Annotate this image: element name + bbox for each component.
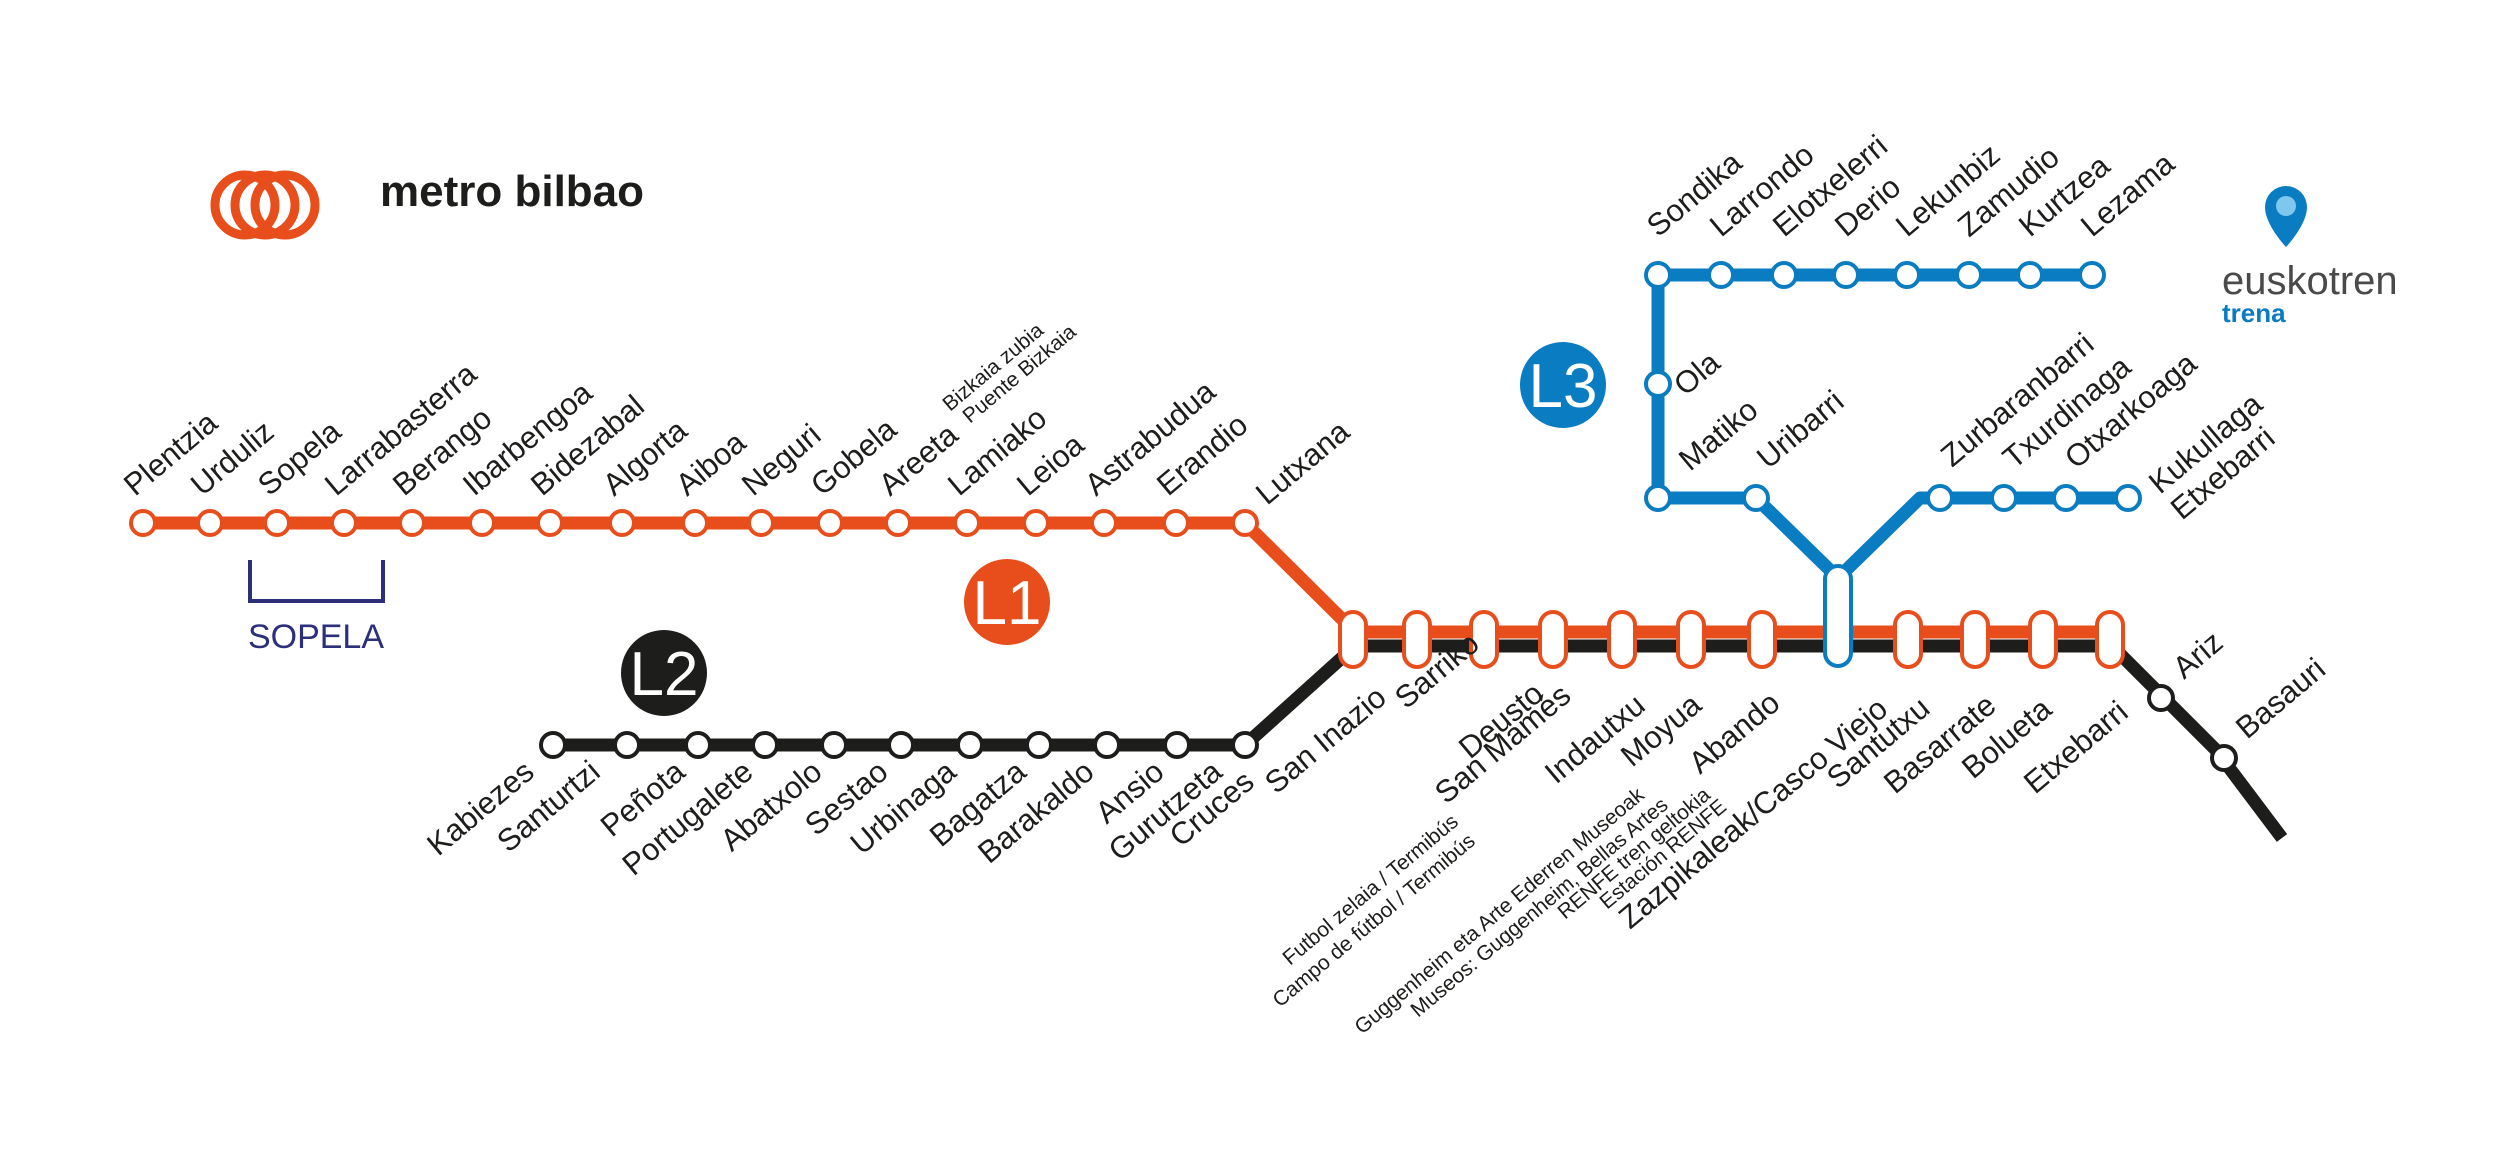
metro-bilbao-logo: [210, 170, 320, 240]
metro-bilbao-wordmark: metro bilbao: [380, 167, 644, 216]
station-astrabudua[interactable]: [1090, 509, 1118, 537]
station-kukullaga-etxebarri[interactable]: [2114, 484, 2142, 512]
station-indautxu[interactable]: [1607, 610, 1637, 669]
label-san-mames-sub-eu: Futbol zelaia / Termibús: [1278, 810, 1462, 970]
station-matiko[interactable]: [1644, 484, 1672, 512]
station-zazpikaleak-casco-viejo[interactable]: [1823, 564, 1853, 668]
euskotren-subwordmark: trena: [2222, 298, 2286, 328]
station-gurutzeta[interactable]: [1231, 731, 1259, 759]
station-lutxana[interactable]: [1231, 509, 1259, 537]
station-algorta[interactable]: [608, 509, 636, 537]
label-matiko: Matiko: [1672, 392, 1764, 478]
label-neguri: Neguri: [735, 417, 827, 503]
station-otxarkoaga[interactable]: [2052, 484, 2080, 512]
euskotren-wordmark: euskotren: [2222, 259, 2398, 303]
label-uribarri: Uribarri: [1750, 383, 1850, 475]
station-larrabasterra[interactable]: [330, 509, 358, 537]
l3-stations: [1644, 261, 2142, 512]
station-erandio[interactable]: [1162, 509, 1190, 537]
l1-badge: L1: [964, 559, 1050, 645]
station-santurtzi[interactable]: [613, 731, 641, 759]
label-ariz: Ariz: [2166, 624, 2229, 685]
l3-badge: L3: [1520, 342, 1606, 428]
station-urduliz[interactable]: [196, 509, 224, 537]
station-larrondo[interactable]: [1707, 261, 1735, 289]
station-abando[interactable]: [1747, 610, 1777, 669]
station-bidezabal[interactable]: [536, 509, 564, 537]
label-abando: Abando: [1682, 685, 1786, 781]
l3-labels: Sondika Larrondo Elotxelerri Derio Lekun…: [1640, 128, 2281, 526]
label-lutxana: Lutxana: [1249, 413, 1357, 511]
l2-branch-labels: Kabiezes Santurtzi Peñota Portugalete Ab…: [420, 753, 1260, 882]
station-txurdinaga[interactable]: [1990, 484, 2018, 512]
station-lezama[interactable]: [2078, 261, 2106, 289]
station-sondika[interactable]: [1644, 261, 1672, 289]
label-san-inazio: San Inazio: [1258, 679, 1393, 800]
station-derio[interactable]: [1832, 261, 1860, 289]
station-ola[interactable]: [1644, 370, 1672, 398]
station-ansio[interactable]: [1163, 731, 1191, 759]
station-deusto[interactable]: [1469, 610, 1499, 669]
trunk-labels: San Inazio Sarriko Deusto San Mamés Futb…: [1258, 625, 2135, 1038]
l1-branch-labels: Plentzia Urduliz Sopela Larrabasterra Be…: [117, 318, 1357, 511]
station-zurbaranbarri[interactable]: [1926, 484, 1954, 512]
station-neguri[interactable]: [747, 509, 775, 537]
station-bolueta[interactable]: [2028, 610, 2058, 669]
station-ariz[interactable]: [2147, 684, 2175, 712]
station-bagatza[interactable]: [1025, 731, 1053, 759]
station-leioa[interactable]: [1022, 509, 1050, 537]
station-san-inazio[interactable]: [1338, 610, 1368, 669]
svg-text:L1: L1: [973, 569, 1042, 638]
line-l3-track: [1651, 268, 2130, 655]
station-santutxu[interactable]: [1893, 610, 1923, 669]
station-aiboa[interactable]: [681, 509, 709, 537]
l2-badge: L2: [621, 630, 707, 716]
station-gobela[interactable]: [816, 509, 844, 537]
station-areeta[interactable]: [884, 509, 912, 537]
station-moyua[interactable]: [1676, 610, 1706, 669]
station-kabiezes[interactable]: [539, 731, 567, 759]
l2-branch-stations: [539, 731, 1259, 759]
station-elotxelerri[interactable]: [1770, 261, 1798, 289]
station-basarrate[interactable]: [1960, 610, 1990, 669]
station-etxebarri[interactable]: [2095, 610, 2125, 669]
l2-end-stations: Ariz Basauri: [2147, 624, 2332, 772]
euskotren-logo: [2265, 186, 2307, 247]
station-penota[interactable]: [684, 731, 712, 759]
station-abatxolo[interactable]: [820, 731, 848, 759]
station-portugalete[interactable]: [751, 731, 779, 759]
station-sopela[interactable]: [263, 509, 291, 537]
label-basauri: Basauri: [2229, 651, 2332, 745]
station-lamiako[interactable]: [953, 509, 981, 537]
station-urbinaga[interactable]: [956, 731, 984, 759]
l1-branch-stations: [129, 509, 1259, 537]
station-san-mames[interactable]: [1538, 610, 1568, 669]
svg-text:L3: L3: [1529, 352, 1598, 421]
station-barakaldo[interactable]: [1093, 731, 1121, 759]
station-plentzia[interactable]: [129, 509, 157, 537]
line-l1-track: [143, 516, 2112, 639]
station-kurtzea[interactable]: [2016, 261, 2044, 289]
station-berango[interactable]: [398, 509, 426, 537]
trunk-stations: [1338, 564, 2125, 669]
sopela-bracket: [248, 560, 385, 603]
station-lekunbiz[interactable]: [1893, 261, 1921, 289]
sopela-zone-label: SOPELA: [248, 618, 384, 656]
station-sestao[interactable]: [887, 731, 915, 759]
station-ibarbengoa[interactable]: [468, 509, 496, 537]
station-sarriko[interactable]: [1402, 610, 1432, 669]
svg-text:L2: L2: [630, 640, 699, 709]
station-zamudio[interactable]: [1955, 261, 1983, 289]
station-basauri[interactable]: [2210, 744, 2238, 772]
station-uribarri[interactable]: [1742, 484, 1770, 512]
label-ola: Ola: [1667, 344, 1727, 402]
